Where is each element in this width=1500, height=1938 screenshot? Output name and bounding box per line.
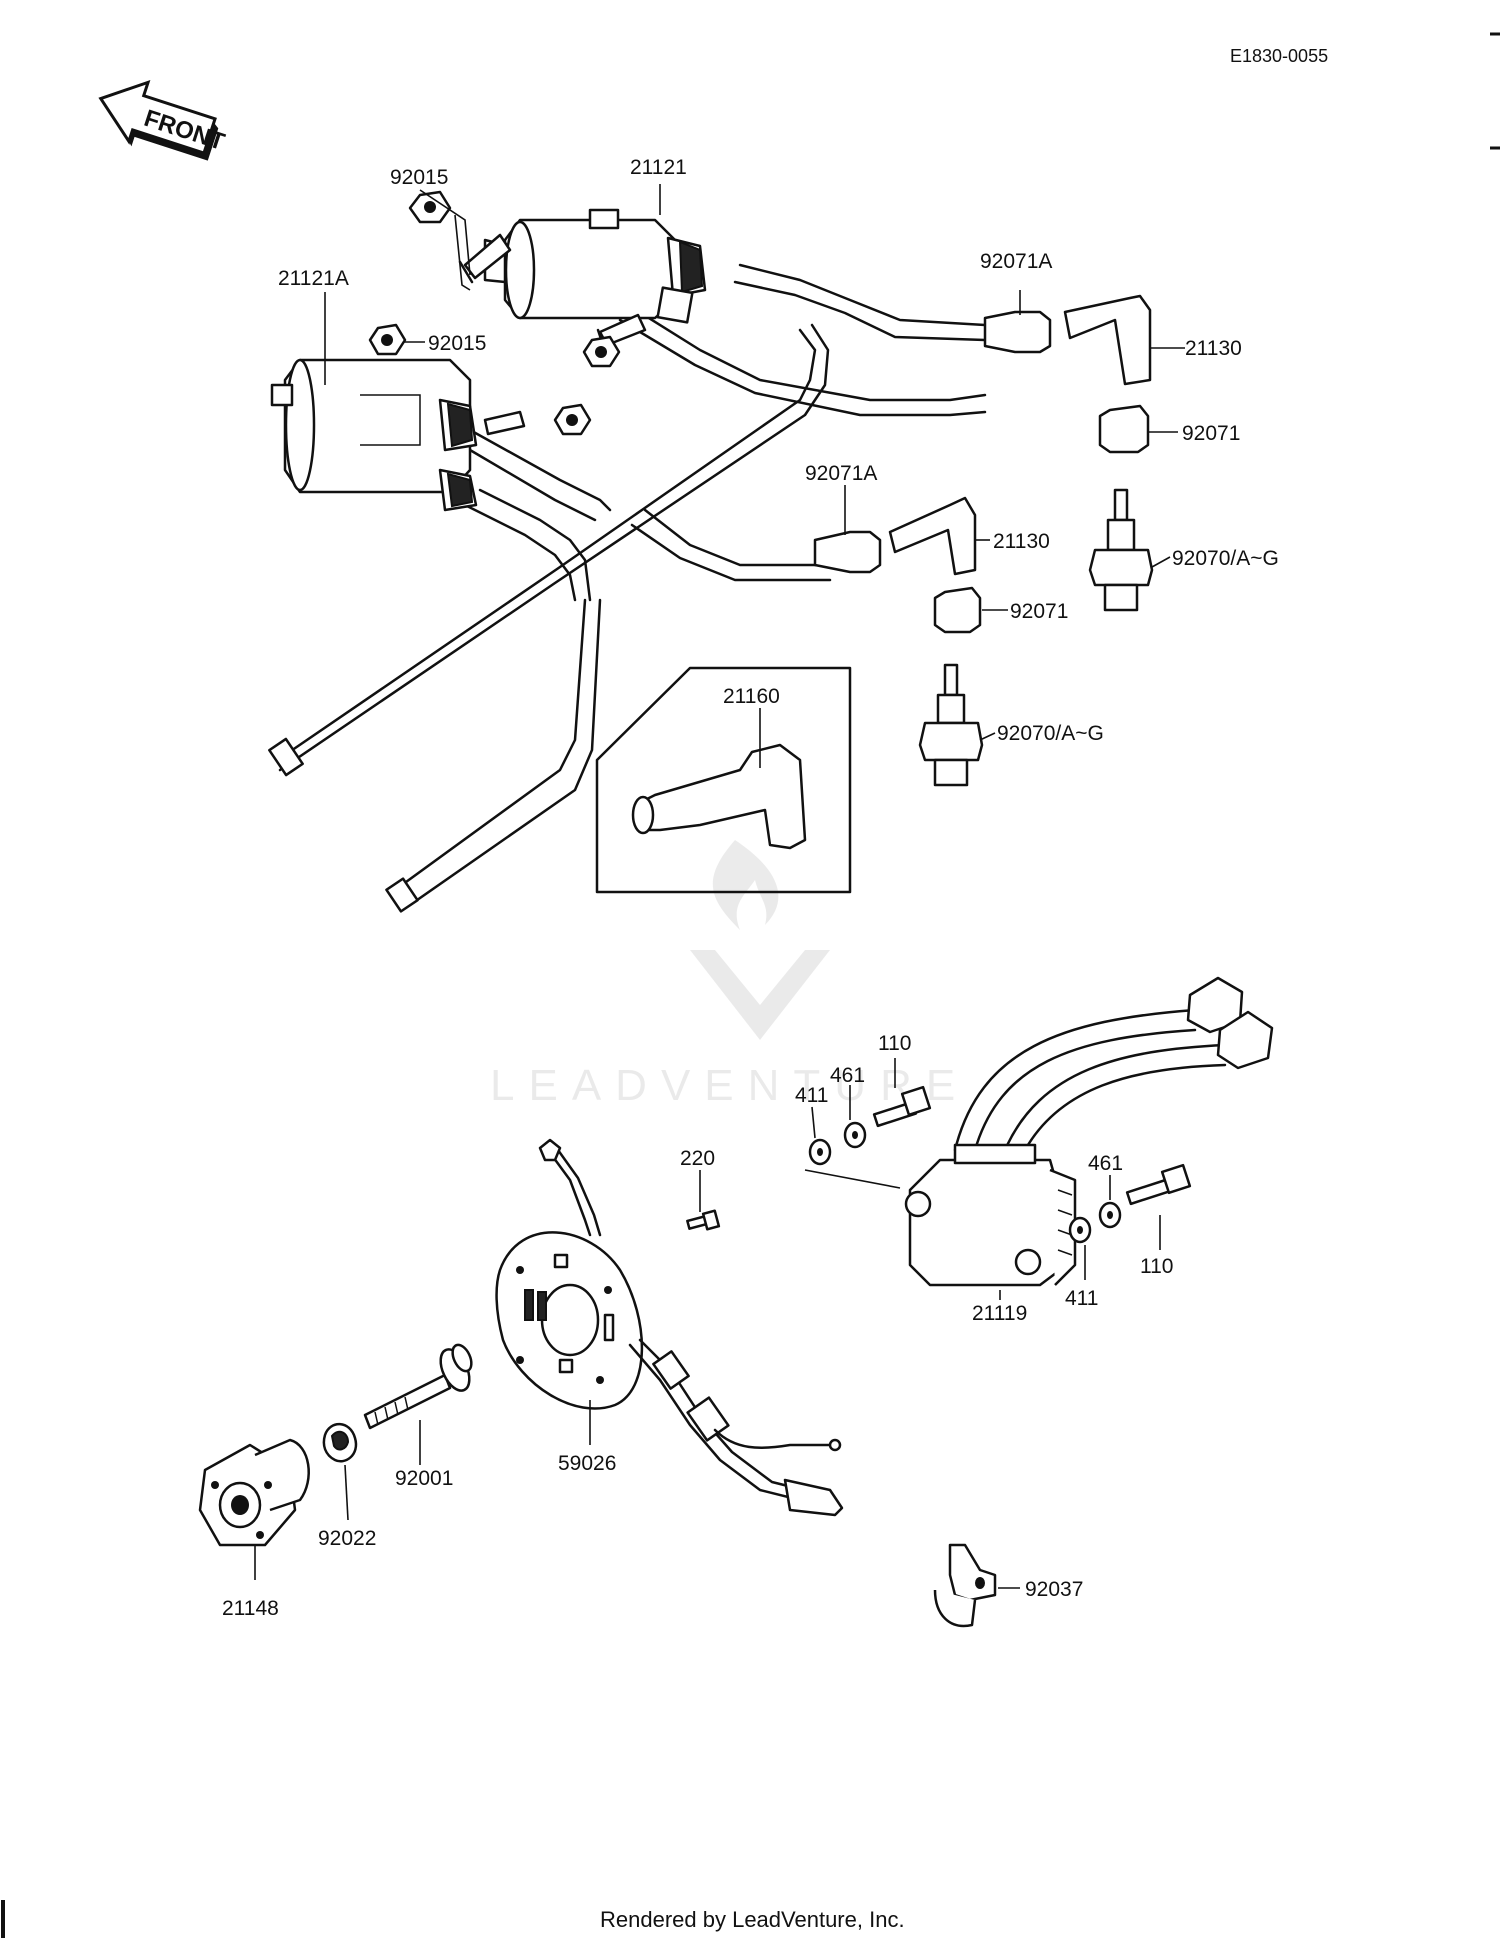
- part-label: 92022: [318, 1527, 376, 1550]
- part-label: 21121: [630, 156, 687, 179]
- part-label: 92070/A~G: [997, 722, 1104, 745]
- part-label: 21130: [993, 530, 1050, 553]
- ignition-coil-21121: [483, 208, 707, 324]
- part-label: 92001: [395, 1467, 453, 1490]
- washer-461-b: [1098, 1201, 1122, 1229]
- cap-92071a-lower: [813, 530, 882, 574]
- watermark-logo: LEADVENTURE: [490, 840, 969, 1110]
- advancer-21148: [198, 1438, 310, 1547]
- spark-plug-lower: [918, 663, 984, 787]
- coil-mount-bolts: [458, 233, 647, 436]
- part-label: 21130: [1185, 337, 1242, 360]
- part-label: 59026: [558, 1452, 616, 1475]
- nut-92015-front: [408, 190, 452, 224]
- bolt-110-a: [872, 1085, 932, 1128]
- seal-92071-lower: [933, 586, 982, 634]
- part-label: 92015: [390, 166, 448, 189]
- part-label: 92070/A~G: [1172, 547, 1279, 570]
- plug-cap-21130-upper: [1063, 294, 1152, 386]
- pickup-plate-59026: [495, 1231, 644, 1410]
- part-label: 21121A: [278, 267, 349, 290]
- regulator-21119: [904, 976, 1274, 1287]
- leader-lines: [254, 184, 1185, 1589]
- nut-92015-rear: [368, 323, 407, 356]
- part-label: 220: [680, 1147, 715, 1170]
- part-label: 92071A: [980, 250, 1052, 273]
- part-label: 110: [1140, 1255, 1173, 1278]
- screw-220: [686, 1209, 721, 1231]
- document-code: E1830-0055: [1230, 46, 1328, 66]
- plug-cap-21130-lower: [888, 496, 977, 576]
- bolt-92001: [363, 1343, 473, 1430]
- watermark-text: LEADVENTURE: [490, 1061, 969, 1110]
- washer-411-a: [808, 1138, 832, 1166]
- retainer-92022: [322, 1422, 358, 1463]
- part-label: 92071A: [805, 462, 877, 485]
- pickup-wiring: [538, 1138, 844, 1517]
- washer-461-a: [843, 1121, 867, 1149]
- part-label: 411: [1065, 1287, 1098, 1310]
- ht-leads: [268, 263, 987, 913]
- inset-21160: [595, 666, 852, 894]
- clamp-92037: [933, 1543, 997, 1628]
- footer-credit: Rendered by LeadVenture, Inc.: [600, 1907, 905, 1932]
- seal-92071-upper: [1098, 404, 1150, 454]
- cap-92071a-upper: [983, 310, 1052, 354]
- part-label: 92037: [1025, 1578, 1083, 1601]
- part-label: 21160: [723, 685, 780, 708]
- part-label: 92071: [1010, 600, 1068, 623]
- nut-coil-front-b: [582, 335, 621, 368]
- part-label: 92015: [428, 332, 486, 355]
- spark-plug-upper: [1088, 488, 1154, 612]
- part-label: 92071: [1182, 422, 1240, 445]
- part-label: 21148: [222, 1597, 279, 1620]
- part-label: 411: [795, 1084, 828, 1107]
- nut-coil-rear-b: [553, 403, 592, 436]
- part-label: 461: [830, 1064, 865, 1087]
- ignition-coil-21121a: [270, 358, 478, 512]
- front-arrow-icon: FRONT: [98, 79, 228, 161]
- part-label: 110: [878, 1032, 911, 1055]
- part-label: 461: [1088, 1152, 1123, 1175]
- bolt-110-b: [1125, 1163, 1192, 1206]
- part-label: 21119: [972, 1302, 1027, 1325]
- washer-411-b: [1068, 1216, 1092, 1244]
